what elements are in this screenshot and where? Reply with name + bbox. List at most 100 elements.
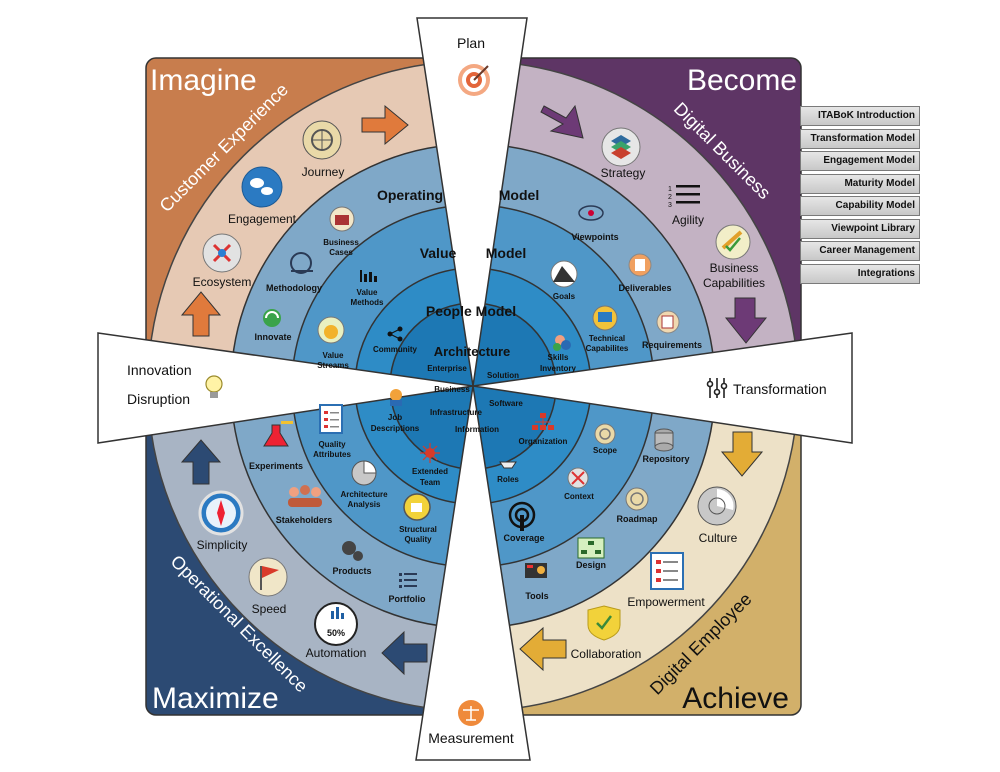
value-streams-label-2: Streams [317,361,349,370]
list-icon: 123 [668,185,700,209]
job-descriptions-label-2: Descriptions [371,424,420,433]
innovation-wedge[interactable] [97,332,474,444]
bar-chart-icon [360,270,377,282]
nav-capability-model[interactable]: Capability Model [800,196,920,216]
goals-label: Goals [553,292,576,301]
sliders-icon [706,378,728,398]
skills-inventory-label-1: Skills [548,353,569,362]
structural-quality-label-1: Structural [399,525,437,534]
core-infrastructure: Infrastructure [430,408,483,417]
transformation-label: Transformation [733,381,827,397]
chat-icon [241,166,283,208]
architecture-analysis-label-1: Architecture [340,490,388,499]
products-label: Products [332,566,371,576]
gears-icon [342,541,363,561]
business-capabilities-label-2: Capabilities [703,276,765,290]
quality-attributes-label-2: Attributes [313,450,351,459]
flag-icon [248,557,288,597]
disruption-label: Disruption [127,391,190,407]
money-bag-icon [317,316,345,344]
pie-analysis-icon [351,460,377,486]
nav-transformation-model[interactable]: Transformation Model [800,128,920,149]
value-methods-label-2: Methods [351,298,384,307]
eye-network-icon [578,205,604,221]
team-icon [553,335,571,351]
nav-viewpoint-library[interactable]: Viewpoint Library [800,218,920,239]
people-model-label: People Model [426,303,516,319]
core-software: Software [489,399,523,408]
plan-label: Plan [457,35,485,51]
scope-icon [594,423,616,445]
hierarchy-icon [577,537,605,559]
quadrant-title-maximize: Maximize [152,682,279,715]
people-group-icon [288,485,322,507]
scale-icon [458,700,484,726]
deliverables-icon [628,253,652,277]
flask-icon [263,421,293,447]
side-navigation: ITABoK Introduction Transformation Model… [800,106,920,286]
quality-attributes-label-1: Quality [318,440,346,449]
nav-career-management[interactable]: Career Management [800,241,920,261]
structural-quality-label-2: Quality [404,535,432,544]
tools-icon [525,563,547,578]
value-model-label-left: Value [420,245,457,261]
recycle-icon [263,309,281,327]
arrow-maximize-left [381,630,428,676]
core-information: Information [455,425,499,434]
arrow-maximize-up [180,439,222,485]
technical-capabilities-label-1: Technical [589,334,625,343]
list-bullets-icon [399,573,417,588]
transformation-wedge[interactable] [472,332,853,444]
viewpoints-label: Viewpoints [571,232,618,242]
arrow-achieve-left [519,626,567,672]
core-solution: Solution [487,371,519,380]
ecosystem-icon [202,233,242,273]
design-label: Design [576,560,606,570]
arrow-achieve-down [720,431,764,477]
signal-icon [508,501,536,531]
tools-label: Tools [525,591,548,601]
operating-model-label-right: Model [499,187,539,203]
nav-maturity-model[interactable]: Maturity Model [800,173,920,194]
roles-label: Roles [497,475,519,484]
measurement-wedge[interactable] [415,385,531,761]
strategy-icon [601,127,641,167]
architecture-label: Architecture [434,344,511,359]
business-capabilities-label-1: Business [710,261,759,275]
arrow-imagine-right [361,104,409,146]
scope-label: Scope [593,446,618,455]
roles-icon [499,461,517,469]
extended-team-label-2: Team [420,478,440,487]
speed-label: Speed [252,602,287,616]
methodology-icon [290,252,313,274]
journey-label: Journey [302,165,345,179]
org-chart-icon [532,413,554,430]
coverage-label: Coverage [503,533,544,543]
quadrant-title-achieve: Achieve [682,682,789,715]
core-enterprise: Enterprise [427,364,467,373]
plan-wedge[interactable] [416,17,528,387]
strategy-label: Strategy [601,166,646,180]
worker-icon [390,389,402,406]
mountain-icon [550,260,578,288]
experiments-label: Experiments [249,461,303,471]
collaboration-label: Collaboration [571,647,642,661]
organization-label: Organization [519,437,568,446]
thumbs-up-icon [403,493,431,521]
repository-label: Repository [642,454,689,464]
lightbulb-icon [205,375,223,398]
culture-label: Culture [699,531,738,545]
nav-integrations[interactable]: Integrations [800,263,920,284]
nav-engagement-model[interactable]: Engagement Model [800,151,920,171]
stakeholders-label: Stakeholders [276,515,333,525]
automation-badge: 50% [327,628,345,638]
job-descriptions-label-1: Job [388,413,402,422]
technical-capabilities-label-2: Capabilites [586,344,629,353]
methodology-label: Methodology [266,283,322,293]
roadmap-label: Roadmap [616,514,658,524]
requirements-icon [656,310,680,334]
deliverables-label: Deliverables [618,283,671,293]
network-burst-icon [420,443,440,463]
nav-itabok-introduction[interactable]: ITABoK Introduction [800,106,920,126]
